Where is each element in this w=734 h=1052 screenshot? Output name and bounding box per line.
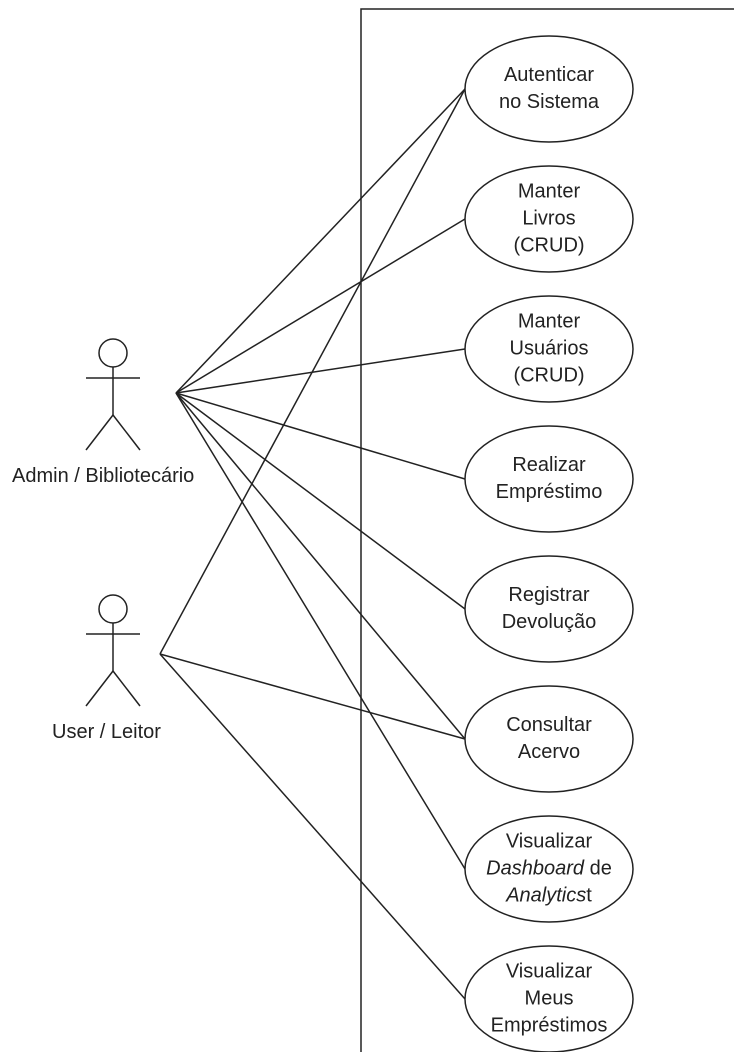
use-case-manter-livros [464,165,634,273]
admin-actor-head [98,338,128,368]
use-case-label-line: Visualizar [505,830,593,853]
use-case-label-line: Dashboard de [486,857,612,880]
use-case-label-line: Realizar [512,454,586,476]
use-case-label-line: Meus [524,987,574,1010]
admin-actor-left-leg [85,414,114,451]
use-case-visualizar-dashboard [464,815,634,923]
admin-actor-right-leg [112,414,141,451]
user-actor-label: User / Leitor [52,721,161,743]
use-case-label-line: Analyticst [506,884,592,907]
association-user-consultar-acervo [159,653,466,740]
use-case-label-line: Devolução [501,611,597,633]
association-admin-consultar-acervo [175,392,466,740]
use-case-label-line: Usuários [509,337,589,360]
system-boundary [360,8,734,1052]
use-case-autenticar [464,35,634,143]
association-admin-visualizar-dashboard [175,392,466,870]
use-case-label-line: Registrar [508,584,590,606]
admin-actor [85,338,141,451]
use-case-manter-usuarios [464,295,634,403]
association-admin-registrar-devolucao [175,392,466,610]
use-case-label-line: Empréstimos [490,1014,608,1037]
association-lines [159,88,466,1000]
association-admin-manter-usuarios [175,348,466,394]
use-case-label-line: (CRUD) [513,234,585,257]
use-case-label-line: Empréstimo [495,481,603,503]
use-case-label-line: Autenticar [503,64,595,86]
use-case-label-line: Visualizar [505,960,593,983]
association-user-autenticar [159,88,466,655]
use-case-label-autenticar: Autenticar no Sistema [464,62,634,116]
admin-actor-label: Admin / Bibliotecário [12,465,195,487]
use-case-label-line: no Sistema [498,91,600,113]
use-case-visualizar-meus-emprestimos [464,945,634,1052]
association-admin-realizar-emprestimo [175,392,466,480]
association-user-visualizar-meus-emprestimos [159,653,466,1000]
use-case-registrar-devolucao [464,555,634,663]
association-admin-manter-livros [175,218,466,394]
use-case-label-line: Manter [517,310,581,333]
association-admin-autenticar [175,88,466,394]
use-case-label-line: Livros [522,207,576,230]
user-actor-right-leg [112,670,141,707]
user-actor-left-leg [85,670,114,707]
use-case-label-line: Manter [517,180,581,203]
use-case-realizar-emprestimo [464,425,634,533]
use-case-consultar-acervo [464,685,634,793]
use-case-label-line: (CRUD) [513,364,585,387]
user-actor-head [98,594,128,624]
use-case-label-line: Acervo [517,741,581,763]
user-actor [85,594,141,707]
use-case-ellipses [464,35,634,1052]
use-case-label-line: Consultar [506,714,592,736]
